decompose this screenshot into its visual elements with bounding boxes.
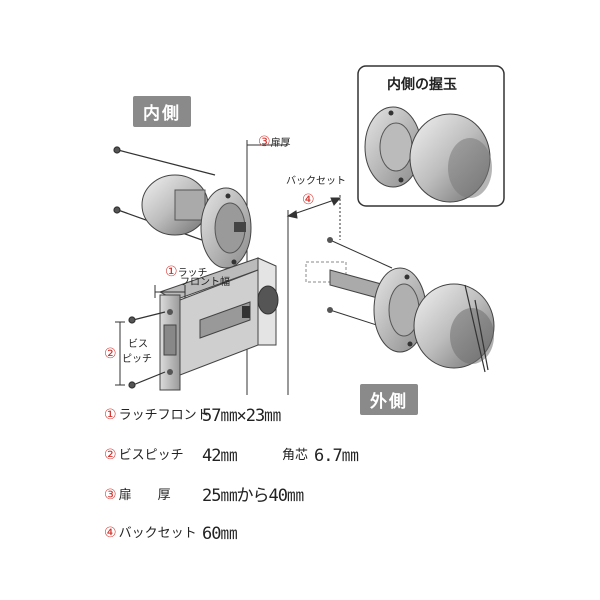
spec-name: バックセット (118, 526, 197, 541)
latch-dimensions (115, 285, 186, 386)
callout-screw-pitch-num: ② (104, 346, 117, 362)
callout-backset-text: バックセット (286, 176, 346, 187)
spec-name: 扉 厚 (118, 488, 171, 503)
outside-knob (305, 237, 495, 373)
spec-num: ② (104, 447, 117, 463)
spec-num: ① (104, 407, 117, 423)
callout-latch-front-line2: フロント幅 (180, 277, 230, 288)
latch-assembly (158, 257, 279, 391)
inside-tag: 内側 (133, 96, 191, 127)
spec-name: ビスピッチ (118, 448, 184, 463)
spec-num: ③ (104, 487, 117, 503)
callout-door-thickness-text: 扉厚 (270, 138, 291, 149)
callout-backset-num: ④ (302, 192, 315, 208)
callout-latch-front-num: ① (165, 264, 178, 280)
inside-knob (141, 174, 252, 269)
callout-door-thickness: ③扉厚 (258, 133, 291, 149)
callout-screw-pitch-line1: ビス (128, 339, 148, 350)
callout-latch-front: ①ラッチ (165, 263, 208, 279)
backset-dimension (286, 195, 342, 240)
callout-screw-pitch-line2: ピッチ (122, 354, 152, 365)
callout-door-thickness-num: ③ (258, 134, 271, 150)
spec-value: 57㎜×23㎜ (202, 406, 281, 426)
spec-value: 42㎜ (202, 446, 237, 466)
callout-latch-front-line1: ラッチ (177, 268, 208, 279)
spec-extra-label: 角芯 (282, 448, 309, 463)
inset-knob (364, 106, 492, 203)
inset-title: 内側の握玉 (387, 77, 457, 93)
spec-name: ラッチフロント (118, 408, 210, 423)
spec-extra-value: 6.7㎜ (314, 446, 359, 466)
outside-tag: 外側 (360, 384, 418, 415)
spec-num: ④ (104, 525, 117, 541)
spec-value: 60㎜ (202, 524, 237, 544)
latch-screws (128, 311, 166, 389)
spec-value: 25㎜から40㎜ (202, 486, 304, 506)
